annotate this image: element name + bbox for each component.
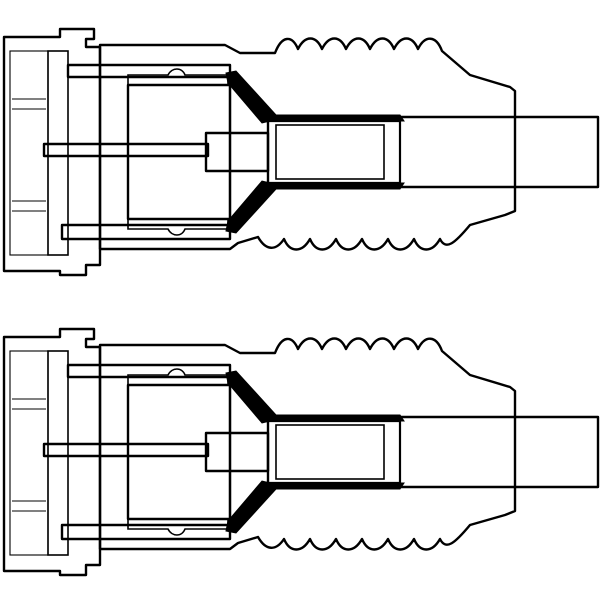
connector-lower (2, 327, 600, 577)
connector-upper (2, 27, 600, 277)
